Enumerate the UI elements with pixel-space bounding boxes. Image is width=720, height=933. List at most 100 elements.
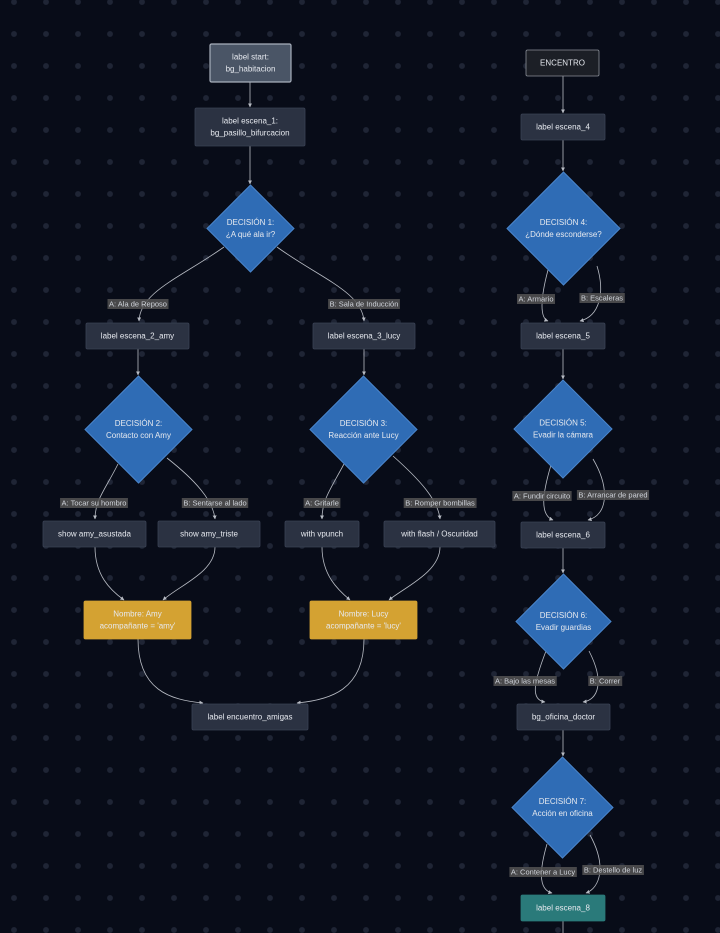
- edge-label-text: A: Armario: [518, 295, 553, 304]
- node-text: label escena_1:: [222, 117, 278, 126]
- node-box: [525, 49, 600, 77]
- node-text: DECISIÓN 2:: [115, 419, 163, 428]
- edge-label-text: A: Contener a Lucy: [511, 868, 575, 877]
- edge-label-background: [579, 293, 625, 303]
- edge-label: B: Sentarse al lado: [181, 498, 249, 508]
- edge-d6-to-oficina: [582, 650, 599, 704]
- edge-label-text: B: Destello de luz: [584, 866, 643, 875]
- edge-label-background: [582, 865, 644, 875]
- edge-label: A: Ala de Reposo: [107, 299, 169, 309]
- node-box: [383, 520, 496, 548]
- edge-d4-to-escena5: [541, 269, 549, 322]
- node-text: label escena_3_lucy: [328, 332, 401, 341]
- node-encentro: ENCENTRO: [525, 49, 600, 77]
- node-text: Nombre: Lucy: [339, 610, 389, 619]
- edge-d5-to-escena6: [587, 458, 605, 522]
- decision-diamond: [511, 756, 614, 859]
- edge-label-text: B: Sentarse al lado: [183, 499, 246, 508]
- edge-label-text: A: Ala de Reposo: [109, 300, 167, 309]
- edge-label-background: [516, 294, 556, 304]
- node-box: [83, 600, 192, 640]
- decision-diamond: [309, 375, 418, 484]
- edge-vpunch-to-lucy: [321, 546, 351, 601]
- node-vpunch: with vpunch: [284, 520, 360, 548]
- node-box: [42, 520, 147, 548]
- edge-label: B: Arrancar de pared: [576, 490, 650, 500]
- node-triste: show amy_triste: [157, 520, 261, 548]
- node-box: [309, 600, 418, 640]
- edge-label: B: Romper bombillas: [403, 498, 477, 508]
- edge-label-background: [107, 299, 169, 309]
- edge-label-background: [512, 491, 572, 501]
- edge-label-background: [588, 676, 623, 686]
- edge-label-background: [403, 498, 477, 508]
- node-escena6: label escena_6: [520, 521, 606, 549]
- node-box: [284, 520, 360, 548]
- node-text: label escena_8: [536, 904, 590, 913]
- node-box: [194, 107, 306, 147]
- node-text: DECISIÓN 7:: [539, 797, 587, 806]
- node-text: acompañante = 'lucy': [326, 622, 401, 631]
- node-text: ¿Dónde esconderse?: [525, 230, 602, 239]
- node-text: Evadir la cámara: [533, 431, 594, 440]
- edge-label-background: [493, 676, 557, 686]
- edge-label: A: Contener a Lucy: [509, 867, 577, 877]
- node-text: bg_pasillo_bifurcacion: [210, 129, 289, 138]
- edge-label-background: [303, 498, 341, 508]
- node-lucy: Nombre: Lucy acompañante = 'lucy': [309, 600, 418, 640]
- edge-d3-to-flash: [392, 455, 442, 520]
- edge-d3-to-vpunch: [320, 463, 345, 520]
- node-text: bg_habitacion: [226, 65, 276, 74]
- node-text: label escena_5: [536, 332, 590, 341]
- edge-label-background: [181, 498, 249, 508]
- node-start: label start:bg_habitacion: [209, 43, 292, 83]
- edge-asustada-to-amy: [94, 546, 125, 601]
- node-d2: DECISIÓN 2: Contacto con Amy: [84, 375, 193, 484]
- edge-d1-to-escena3: [276, 246, 366, 322]
- node-escena2: label escena_2_amy: [85, 322, 190, 350]
- node-text: label escena_2_amy: [101, 332, 174, 341]
- node-text: Reacción ante Lucy: [328, 431, 398, 440]
- node-text: label encuentro_amigas: [208, 713, 293, 722]
- edge-label-text: B: Romper bombillas: [405, 499, 475, 508]
- node-text: show amy_asustada: [58, 530, 131, 539]
- edge-d6-to-oficina: [534, 650, 547, 704]
- edge-flash-to-lucy: [388, 546, 441, 601]
- edge-label: A: Tocar su hombro: [60, 498, 128, 508]
- node-text: Nombre: Amy: [113, 610, 161, 619]
- edge-d2-to-triste: [166, 457, 217, 520]
- node-d3: DECISIÓN 3:Reacción ante Lucy: [309, 375, 418, 484]
- edges-layer: [93, 76, 605, 933]
- node-d6: DECISIÓN 6:Evadir guardias: [515, 573, 612, 670]
- edge-label-text: A: Fundir circuito: [514, 492, 570, 501]
- node-asustada: show amy_asustada: [42, 520, 147, 548]
- node-box: [191, 703, 309, 731]
- edge-label-background: [509, 867, 577, 877]
- edge-label-text: B: Arrancar de pared: [578, 491, 647, 500]
- edge-lucy-to-encuentro: [296, 638, 365, 705]
- node-box: [520, 521, 606, 549]
- node-box: [209, 43, 292, 83]
- node-text: DECISIÓN 4:: [540, 218, 588, 227]
- node-text: ENCENTRO: [540, 59, 585, 68]
- node-box: [85, 322, 190, 350]
- edge-label: B: Destello de luz: [582, 865, 644, 875]
- edge-label-background: [328, 299, 400, 309]
- node-box: [520, 322, 606, 350]
- node-text: Contacto con Amy: [106, 431, 171, 440]
- edge-d7-to-escena8: [585, 834, 601, 894]
- node-escena4: label escena_4: [520, 113, 606, 141]
- node-box: [157, 520, 261, 548]
- edge-d1-to-escena2: [137, 246, 225, 322]
- edge-label-text: A: Bajo las mesas: [495, 677, 555, 686]
- edge-amy-to-encuentro: [137, 638, 204, 705]
- node-d1: DECISIÓN 1:¿A qué ala ir?: [206, 184, 295, 273]
- node-text: with flash / Oscuridad: [400, 530, 477, 539]
- node-text: with vpunch: [300, 530, 343, 539]
- node-box: [520, 113, 606, 141]
- decision-diamond: [515, 573, 612, 670]
- edge-label: A: Fundir circuito: [512, 491, 572, 501]
- node-text: label escena_4: [536, 123, 590, 132]
